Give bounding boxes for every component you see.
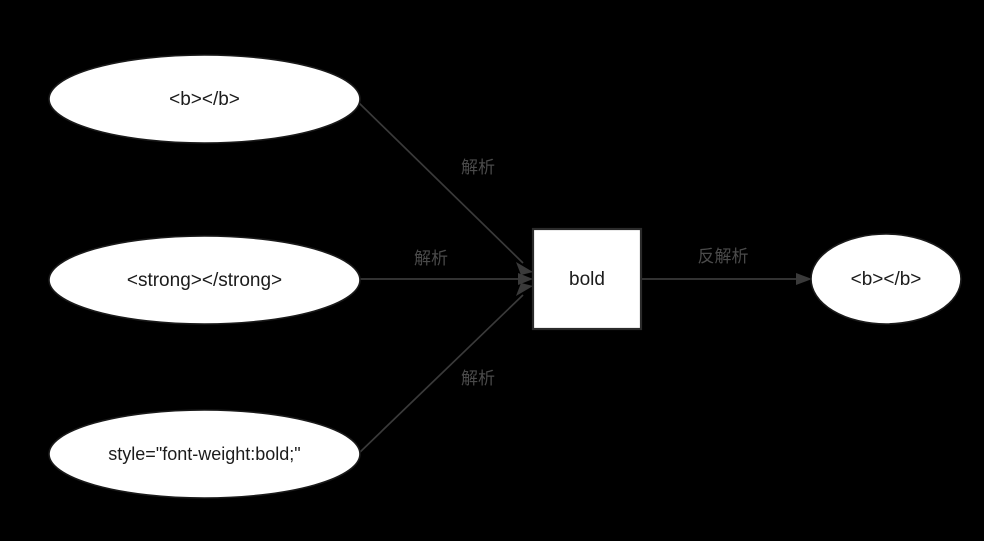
- edge-style-to-bold[interactable]: 解析: [356, 283, 533, 456]
- edge-bold-to-b[interactable]: 反解析: [641, 247, 812, 285]
- node-b-tag-output-label: <b></b>: [851, 269, 922, 290]
- node-b-tag-output[interactable]: <b></b>: [810, 233, 962, 325]
- edge-strong-to-bold-label: 解析: [414, 249, 448, 269]
- edge-strong-to-bold-arrowhead: [518, 273, 533, 285]
- node-b-tag-source-label: <b></b>: [169, 89, 240, 110]
- node-b-tag-source-shape: [48, 54, 361, 144]
- node-bold-state-label: bold: [569, 269, 605, 290]
- node-style-attr-source[interactable]: style="font-weight:bold;": [48, 409, 361, 499]
- edge-style-to-bold-label: 解析: [461, 369, 495, 389]
- node-strong-tag-source[interactable]: <strong></strong>: [48, 235, 361, 325]
- edge-b-to-bold-line: [356, 100, 524, 264]
- edge-style-to-bold-line: [356, 294, 524, 456]
- node-b-tag-output-shape: [810, 233, 962, 325]
- edge-b-to-bold-label: 解析: [461, 158, 495, 178]
- node-bold-state-shape: [531, 227, 643, 331]
- node-style-attr-source-label: style="font-weight:bold;": [108, 444, 300, 464]
- node-b-tag-source[interactable]: <b></b>: [48, 54, 361, 144]
- edge-bold-to-b-label: 反解析: [698, 247, 749, 267]
- edge-bold-to-b-arrowhead: [796, 273, 812, 285]
- node-bold-state[interactable]: bold: [531, 227, 643, 331]
- edge-b-to-bold-arrowhead: [516, 262, 533, 275]
- node-strong-tag-source-label: <strong></strong>: [127, 270, 282, 291]
- edge-b-to-bold[interactable]: 解析: [356, 100, 533, 275]
- node-strong-tag-source-shape: [48, 235, 361, 325]
- node-style-attr-source-shape: [48, 409, 361, 499]
- edge-strong-to-bold[interactable]: 解析: [360, 249, 533, 285]
- edge-style-to-bold-arrowhead: [516, 283, 533, 296]
